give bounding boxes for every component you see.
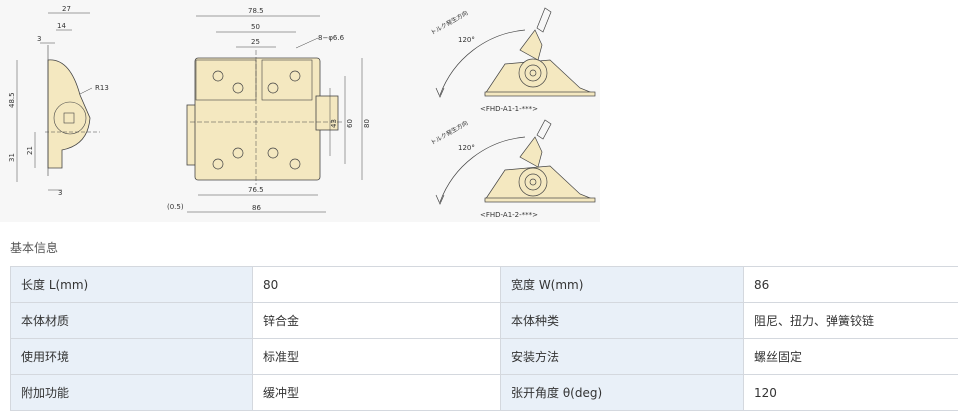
- dim-offset: (0.5): [167, 203, 184, 211]
- dim-hole-spec: 8−φ6.6: [318, 34, 345, 42]
- spec-label: 张开角度 θ(deg): [500, 374, 744, 411]
- dim-hole-vert: 43: [330, 119, 338, 128]
- spec-label: 附加功能: [10, 374, 253, 411]
- spec-label: 本体种类: [500, 302, 744, 339]
- spec-label: 本体材质: [10, 302, 253, 339]
- dim-mid-pitch: 50: [251, 23, 260, 31]
- dim-radius: R13: [95, 84, 109, 92]
- dim-total-width: 86: [252, 204, 261, 212]
- dim-lower-height: 31: [8, 153, 16, 162]
- dim-upper-height: 48.5: [8, 92, 16, 108]
- spec-label: 宽度 W(mm): [500, 266, 744, 303]
- spec-value: 缓冲型: [252, 374, 501, 411]
- angle-label-1: 120°: [458, 36, 475, 44]
- technical-drawing: 27 14 3 R13 48.5 21 31 3: [0, 0, 600, 222]
- rotation-view-2: [435, 119, 596, 205]
- spec-value: 阻尼、扭力、弹簧铰链: [743, 302, 958, 339]
- section-title: 基本信息: [10, 241, 59, 255]
- table-row: 本体材质 锌合金 本体种类 阻尼、扭力、弹簧铰链: [10, 302, 958, 339]
- dim-bottom-pitch: 76.5: [248, 186, 264, 194]
- spec-label: 安装方法: [500, 338, 744, 375]
- view-label-2: <FHD-A1-2-***>: [480, 211, 538, 219]
- side-view: [16, 12, 100, 191]
- rotation-view-1: [435, 7, 596, 98]
- dim-inner-pitch: 25: [251, 38, 260, 46]
- table-row: 长度 L(mm) 80 宽度 W(mm) 86: [10, 266, 958, 303]
- dim-side-offset: 14: [57, 22, 66, 30]
- table-row: 使用环境 标准型 安装方法 螺丝固定: [10, 338, 958, 375]
- view-label-1: <FHD-A1-1-***>: [480, 105, 538, 113]
- angle-label-2: 120°: [458, 144, 475, 152]
- spec-label: 长度 L(mm): [10, 266, 253, 303]
- spec-value: 120: [743, 374, 958, 411]
- table-row: 附加功能 缓冲型 张开角度 θ(deg) 120: [10, 374, 958, 411]
- spec-value: 标准型: [252, 338, 501, 375]
- dim-body-height: 60: [346, 119, 354, 128]
- dim-total-pitch: 78.5: [248, 7, 264, 15]
- front-view: [186, 15, 363, 213]
- spec-value: 80: [252, 266, 501, 303]
- dim-base-thickness: 3: [58, 189, 62, 197]
- spec-value: 锌合金: [252, 302, 501, 339]
- spec-value: 螺丝固定: [743, 338, 958, 375]
- spec-table: 长度 L(mm) 80 宽度 W(mm) 86 本体材质 锌合金 本体种类 阻尼…: [10, 266, 958, 411]
- dim-side-thickness: 3: [37, 35, 41, 43]
- dim-inner-height: 21: [26, 146, 34, 155]
- dim-side-width: 27: [62, 5, 71, 13]
- spec-label: 使用环境: [10, 338, 253, 375]
- spec-value: 86: [743, 266, 958, 303]
- dim-total-height: 80: [363, 119, 371, 128]
